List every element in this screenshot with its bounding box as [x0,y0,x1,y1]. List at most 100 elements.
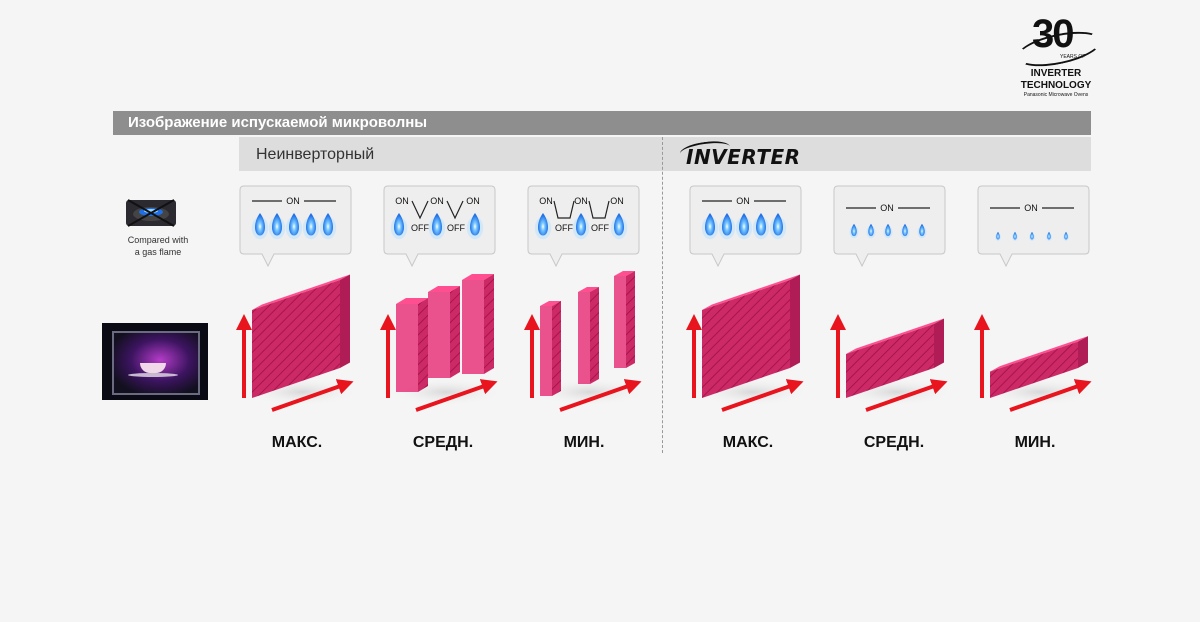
wave-block-top [990,336,1088,372]
wave-block-top [846,318,944,354]
column-noninv-mid: ON ON ON OFF OFF [380,185,504,412]
horizontal-arrow [271,379,354,412]
on-state-text: ON [574,196,588,206]
wave-block-top [428,286,460,292]
flame-icon [272,213,282,236]
flame-icon [470,213,480,236]
level-label-noninv-mid: СРЕДН. [412,434,474,451]
logo-line-1: INVERTER [1030,68,1082,79]
flame-icon [394,213,404,236]
column-inv-min: ON [974,185,1098,412]
flame-icon [902,223,908,237]
microwave-oven-image [102,323,208,400]
wave-block-side [1078,336,1088,368]
oven-plate [128,373,178,377]
horizontal-arrow [721,379,804,412]
flame-icon [576,213,586,236]
wave-block-top [702,274,800,310]
level-label-inv-max: МАКС. [722,434,774,451]
wave-block-front [428,292,450,378]
flame-bubble [833,185,946,268]
logo-line-3: Panasonic Microwave Ovens [1023,92,1089,98]
on-state-text: ON [286,196,300,206]
oven-cup [140,363,166,373]
flame-icon [614,213,624,236]
on-state-text: ON [395,196,409,206]
wave-block-front [578,292,590,384]
flame-icon [919,223,925,237]
non-inverter-label: Неинверторный [256,146,375,163]
wave-block-top [578,287,599,292]
mode-header [239,137,1091,171]
wave-block-front [462,280,484,374]
wave-block-top [462,274,494,280]
wave-block-side [484,274,494,374]
flame-icon [868,223,874,237]
flame-icon [705,213,715,236]
on-state-text: ON [466,196,480,206]
flame-icon [1064,231,1068,240]
wave-block-front [702,280,790,398]
on-state-text: ON [736,196,750,206]
flame-icon [323,213,333,236]
on-state-text: ON [880,203,894,213]
flame-icon [773,213,783,236]
title-bar [113,111,1091,135]
column-noninv-max: ON [236,185,360,412]
horizontal-arrow [559,379,642,412]
flame-icon [722,213,732,236]
level-label-noninv-max: МАКС. [271,434,323,451]
horizontal-arrow [1009,379,1092,412]
flame-icon [289,213,299,236]
on-state-text: ON [1024,203,1038,213]
horizontal-arrow [415,379,498,412]
column-inv-mid: ON [830,185,954,412]
off-state-text: OFF [555,223,573,233]
wave-block-side [418,298,428,392]
wave-block-front [540,306,552,396]
wave-block-front [396,304,418,392]
wave-block-top [614,271,635,276]
gas-caption-line-2: a gas flame [134,247,182,257]
wave-block-side [790,274,800,368]
level-label-inv-mid: СРЕДН. [863,434,925,451]
flame-icon [538,213,548,236]
wave-block-top [396,298,428,304]
wave-block-side [626,271,635,368]
flame-icon [996,231,1000,240]
wave-block-side [552,301,561,396]
wave-block-side [340,274,350,368]
logo-number: 30 [1032,12,1074,56]
flame-icon [851,223,857,237]
off-state-text: OFF [411,223,429,233]
on-state-text: ON [430,196,444,206]
wave-block-front [614,276,626,368]
group-divider [662,137,663,453]
level-label-noninv-min: МИН. [563,434,605,451]
wave-block-top [252,274,350,310]
logo-years-of: YEARS OF [1060,54,1086,60]
flame-icon [1013,231,1017,240]
on-state-text: ON [539,196,553,206]
column-inv-max: ON [686,185,810,412]
inverter-logo: INVERTER [686,145,801,169]
pulse-line [411,200,464,220]
wave-block-top [540,301,561,306]
off-state-text: OFF [591,223,609,233]
gas-stove-icon [126,199,176,227]
anniversary-logo: 30 YEARS OF INVERTER TECHNOLOGY Panasoni… [1010,10,1105,100]
flame-bubble [977,185,1090,268]
off-state-text: OFF [447,223,465,233]
flame-icon [432,213,442,236]
diagram-title: Изображение испускаемой микроволны [128,114,428,131]
wave-block-front [252,280,340,398]
gas-caption-line-1: Compared with [127,235,189,245]
wave-block-side [450,286,460,378]
wave-block-side [590,287,599,384]
flame-icon [255,213,265,236]
gas-flame-caption: Compared with a gas flame [112,234,204,258]
pulse-line [553,200,610,219]
flame-icon [885,223,891,237]
